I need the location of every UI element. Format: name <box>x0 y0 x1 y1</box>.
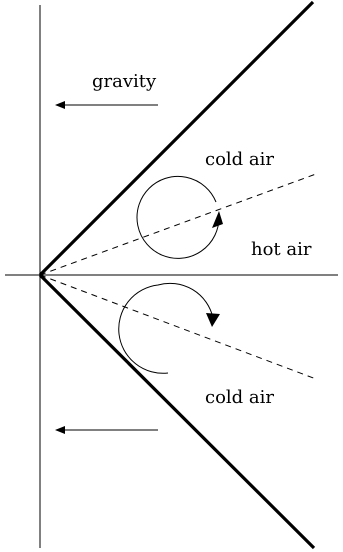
lower-dashed-line <box>39 274 317 380</box>
hot-air-label: hot air <box>251 239 312 260</box>
cold-air-upper-label: cold air <box>205 149 274 170</box>
upper-boundary-line <box>38 0 315 277</box>
lower-boundary-line <box>38 273 316 550</box>
upper-circulation-arrow <box>136 175 220 259</box>
upper-circulation-arrowhead <box>212 211 223 228</box>
gravity-label: gravity <box>92 71 157 92</box>
upper-dashed-line <box>39 173 317 276</box>
lower-circulation-arrowhead <box>206 313 220 327</box>
lower-circulation-arrow <box>118 282 214 374</box>
cold-air-lower-label: cold air <box>205 387 274 408</box>
